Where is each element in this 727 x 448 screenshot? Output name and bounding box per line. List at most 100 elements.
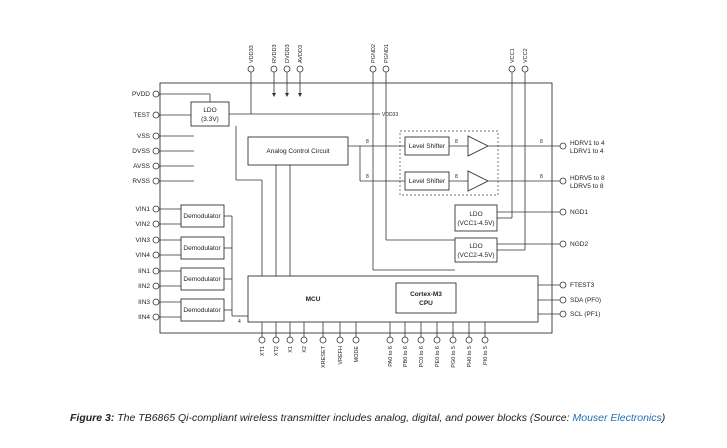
pin-label-rvdd3: RVDD3 (272, 44, 278, 63)
demodulator-3-label: Demodulator (183, 276, 221, 283)
pin-label-iin4: IIN4 (138, 314, 150, 321)
pin-label-x1: X1 (288, 346, 294, 353)
pin-dvss (152, 147, 160, 155)
ldo33-box (190, 101, 230, 127)
pin-label-xt2: XT2 (274, 346, 280, 356)
pin-pe0-to-6 (433, 336, 441, 344)
cpu-label-2: CPU (419, 300, 433, 307)
pin-iin2 (152, 282, 160, 290)
pin-label-ldrv5-to-8: LDRV5 to 8 (570, 183, 604, 190)
left-pins: PVDDTESTVSSDVSSAVSSRVSSVIN1VIN2VIN3VIN4I… (132, 90, 160, 321)
bus-width-1: 8 (366, 139, 369, 145)
pin-label-ph0-to-5: PH0 to 5 (467, 346, 473, 367)
pin-label-vin4: VIN4 (136, 252, 151, 259)
vdd33-net-label: VDD33 (382, 112, 398, 118)
pin-label-pa0-to-6: PA0 to 6 (388, 346, 394, 367)
analog-control-label: Analog Control Circuit (266, 148, 329, 155)
pin-x1 (286, 336, 294, 344)
caption-end: ) (661, 412, 666, 424)
ldo1-label-2: (VCC1-4.5V) (457, 220, 494, 227)
ldo2-label-1: LDO (469, 243, 482, 250)
pin-pb0-to-6 (401, 336, 409, 344)
ldo2-box (454, 237, 498, 263)
ldo1-label-1: LDO (469, 211, 482, 218)
internal-wiring (156, 72, 560, 318)
pin-scl-pf1 (559, 310, 567, 318)
pin-label-avss: AVSS (133, 163, 151, 170)
pin-hdrv5-to-8 (559, 177, 567, 185)
pin-label-vin2: VIN2 (136, 221, 151, 228)
pin-ph0-to-5 (465, 336, 473, 344)
pin-vin3 (152, 236, 160, 244)
mcu-label: MCU (306, 296, 321, 303)
bus-width-2: 8 (366, 174, 369, 180)
demodulator-1-label: Demodulator (183, 213, 221, 220)
pin-label-pvdd: PVDD (132, 91, 150, 98)
pin-label-vss: VSS (137, 133, 151, 140)
pin-pvdd (152, 90, 160, 98)
pin-ngd1 (559, 208, 567, 216)
ldo1-box (454, 204, 498, 232)
bus-width-3: 8 (455, 139, 458, 145)
pin-avdd3 (296, 65, 304, 73)
pin-pg0-to-5 (449, 336, 457, 344)
pin-iin1 (152, 267, 160, 275)
pin-vdd33 (247, 65, 255, 73)
pin-test (152, 111, 160, 119)
pin-label-vin1: VIN1 (136, 206, 151, 213)
pin-label-iin2: IIN2 (138, 283, 150, 290)
pin-label-ngd1: NGD1 (570, 209, 588, 216)
level-shifter-group (399, 130, 499, 196)
pin-label-dvss: DVSS (132, 148, 150, 155)
pin-pgnd1 (382, 65, 390, 73)
pin-label-vdd33: VDD33 (249, 45, 255, 63)
pin-label-hdrv1-to-4: HDRV1 to 4 (570, 140, 605, 147)
pin-label-ftest3: FTEST3 (570, 282, 595, 289)
bus-width-6: 8 (540, 174, 543, 180)
caption-text: The TB6865 Qi-compliant wireless transmi… (114, 412, 573, 424)
bus-width-4: 8 (455, 174, 458, 180)
pin-label-ldrv1-to-4: LDRV1 to 4 (570, 148, 604, 155)
pin-label-vin3: VIN3 (136, 237, 151, 244)
pin-sda-pf0 (559, 296, 567, 304)
pin-vin4 (152, 251, 160, 259)
pin-vin2 (152, 220, 160, 228)
pin-label-ngd2: NGD2 (570, 241, 588, 248)
mcu-box (247, 275, 539, 323)
pin-label-avdd3: AVDD3 (298, 45, 304, 63)
pin-mode (352, 336, 360, 344)
cpu-label-1: Cortex-M3 (410, 291, 442, 298)
bus-width-5: 8 (540, 139, 543, 145)
bus-width-7: 4 (238, 319, 241, 325)
pin-vss (152, 132, 160, 140)
pin-vin1 (152, 205, 160, 213)
caption-figure-number: Figure 3: (70, 412, 115, 424)
pin-iin3 (152, 298, 160, 306)
pin-vrefh (336, 336, 344, 344)
pin-iin4 (152, 313, 160, 321)
pin-label-xt1: XT1 (260, 346, 266, 356)
level-shifter-2-label: Level Shifter (409, 178, 446, 185)
pin-label-pi0-to-5: PI0 to 5 (483, 346, 489, 365)
ldo33-label-1: LDO (203, 107, 216, 114)
pin-label-xreset: XRESET (321, 345, 327, 368)
pin-label-vrefh: VREFH (338, 346, 344, 365)
cpu-box (395, 282, 457, 314)
pin-pgnd2 (369, 65, 377, 73)
pin-label-scl-pf1: SCL (PF1) (570, 311, 600, 318)
pin-label-mode: MODE (354, 346, 360, 363)
pin-ngd2 (559, 240, 567, 248)
pin-rvss (152, 177, 160, 185)
pin-ftest3 (559, 281, 567, 289)
pin-label-iin3: IIN3 (138, 299, 150, 306)
pin-label-vcc2: VCC2 (523, 48, 529, 63)
pin-x2 (300, 336, 308, 344)
ldo2-label-2: (VCC2-4.5V) (457, 252, 494, 259)
pin-label-pe0-to-6: PE0 to 6 (435, 346, 441, 367)
pin-vcc2 (521, 65, 529, 73)
pin-label-pgnd1: PGND1 (384, 44, 390, 63)
caption-source-link[interactable]: Mouser Electronics (572, 412, 662, 424)
pin-label-vcc1: VCC1 (510, 48, 516, 63)
